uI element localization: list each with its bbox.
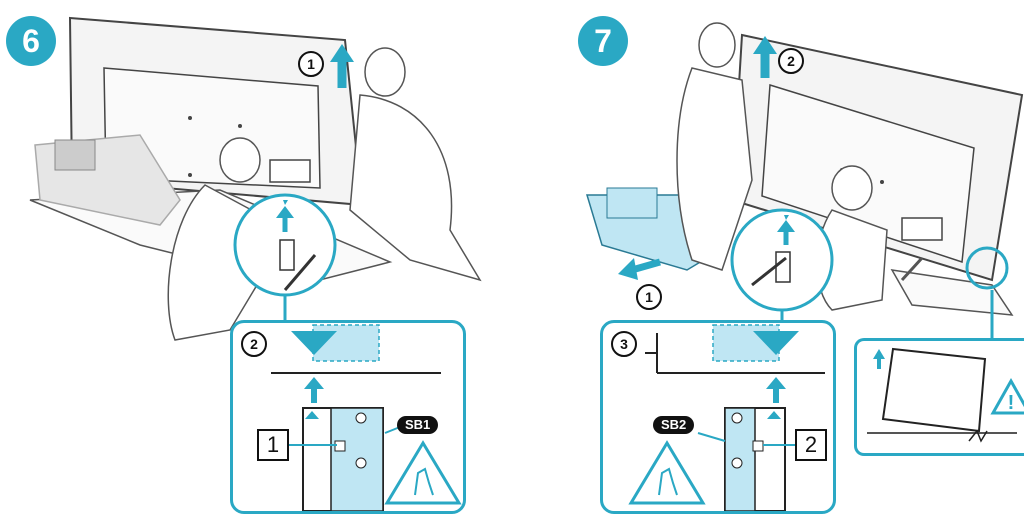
corner-diagram: ! bbox=[867, 347, 1024, 443]
step-6-illustration bbox=[29, 16, 482, 341]
substep-marker: 3 bbox=[611, 331, 637, 357]
bracket-number-label: 1 bbox=[257, 429, 289, 461]
bracket-diagram bbox=[271, 324, 462, 511]
substep-marker: 1 bbox=[636, 284, 662, 310]
bracket-diagram bbox=[628, 324, 825, 511]
detail-inset: 3 SB2 2 bbox=[600, 320, 836, 514]
substep-marker: 1 bbox=[298, 51, 324, 77]
step-number-badge: 6 bbox=[6, 16, 56, 66]
screw-badge: SB2 bbox=[653, 416, 695, 434]
step-6-panel: 6 1 2 1 SB1 bbox=[6, 16, 482, 514]
svg-text:!: ! bbox=[1008, 392, 1015, 414]
bracket-number-label: 2 bbox=[795, 429, 827, 461]
step-number-badge: 7 bbox=[578, 16, 628, 66]
step-7-panel: 7 2 1 3 SB2 2 bbox=[512, 0, 1024, 516]
substep-marker: 2 bbox=[778, 48, 804, 74]
step-7-illustration bbox=[585, 22, 1024, 338]
screw-badge: SB1 bbox=[397, 416, 439, 434]
substep-marker: 2 bbox=[241, 331, 267, 357]
detail-inset: 2 1 SB1 bbox=[230, 320, 466, 514]
corner-detail-inset: ! bbox=[854, 338, 1024, 456]
